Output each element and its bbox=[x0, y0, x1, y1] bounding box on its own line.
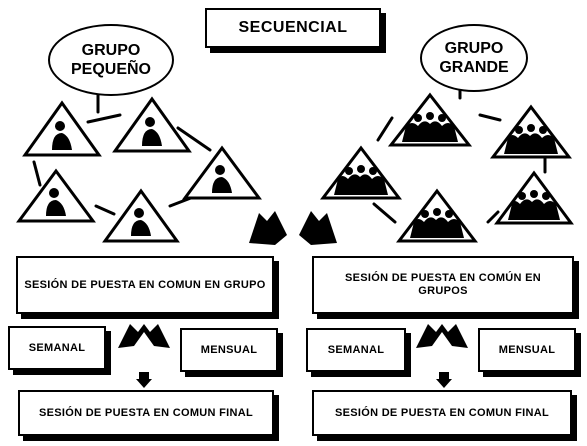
large-group-triangle-3 bbox=[320, 145, 402, 200]
title-text: SECUENCIAL bbox=[238, 18, 348, 36]
right-sesion-grupos-box: SESIÓN DE PUESTA EN COMÚN EN GRUPOS bbox=[312, 256, 574, 314]
left-mensual-text: MENSUAL bbox=[200, 343, 258, 356]
small-group-triangle-2 bbox=[112, 96, 192, 153]
large-group-triangle-2 bbox=[490, 104, 572, 159]
left-sesion-grupo-box: SESIÓN DE PUESTA EN COMUN EN GRUPO bbox=[16, 256, 274, 314]
large-group-triangle-5 bbox=[396, 188, 478, 243]
left-mensual-box: MENSUAL bbox=[180, 328, 278, 372]
right-down-arrow-icon bbox=[436, 372, 452, 388]
right-sesion-final-box: SESIÓN DE PUESTA EN COMUN FINAL bbox=[312, 390, 572, 436]
right-sesion-grupos-text: SESIÓN DE PUESTA EN COMÚN EN GRUPOS bbox=[344, 272, 542, 297]
right-sesion-final-text: SESIÓN DE PUESTA EN COMUN FINAL bbox=[334, 406, 550, 419]
left-sesion-grupo-text: SESIÓN DE PUESTA EN COMUN EN GRUPO bbox=[24, 278, 266, 291]
left-down-arrow-icon bbox=[136, 372, 152, 388]
small-group-triangle-1 bbox=[22, 100, 102, 157]
large-group-line1: GRUPO bbox=[444, 39, 504, 57]
left-split-arrows-icon bbox=[118, 324, 170, 348]
left-sesion-final-text: SESIÓN DE PUESTA EN COMUN FINAL bbox=[38, 406, 254, 419]
title-box: SECUENCIAL bbox=[205, 8, 381, 48]
large-group-oval: GRUPO GRANDE bbox=[420, 24, 528, 92]
converging-arrows-icon bbox=[249, 211, 337, 245]
small-group-line2: PEQUEÑO bbox=[70, 61, 151, 78]
left-semanal-text: SEMANAL bbox=[28, 341, 86, 354]
small-group-triangle-4 bbox=[16, 168, 96, 223]
right-mensual-box: MENSUAL bbox=[478, 328, 576, 372]
right-split-arrows-icon bbox=[416, 324, 468, 348]
right-semanal-text: SEMANAL bbox=[327, 343, 385, 356]
left-sesion-final-box: SESIÓN DE PUESTA EN COMUN FINAL bbox=[18, 390, 274, 436]
large-group-triangle-1 bbox=[388, 92, 472, 147]
large-group-line2: GRANDE bbox=[439, 59, 509, 76]
left-semanal-box: SEMANAL bbox=[8, 326, 106, 370]
large-group-triangle-4 bbox=[494, 170, 574, 225]
right-mensual-text: MENSUAL bbox=[498, 343, 556, 356]
small-group-triangle-3 bbox=[182, 145, 262, 200]
right-semanal-box: SEMANAL bbox=[306, 328, 406, 372]
small-group-oval: GRUPO PEQUEÑO bbox=[48, 24, 174, 96]
small-group-line1: GRUPO bbox=[81, 41, 141, 59]
small-group-triangle-5 bbox=[102, 188, 180, 243]
